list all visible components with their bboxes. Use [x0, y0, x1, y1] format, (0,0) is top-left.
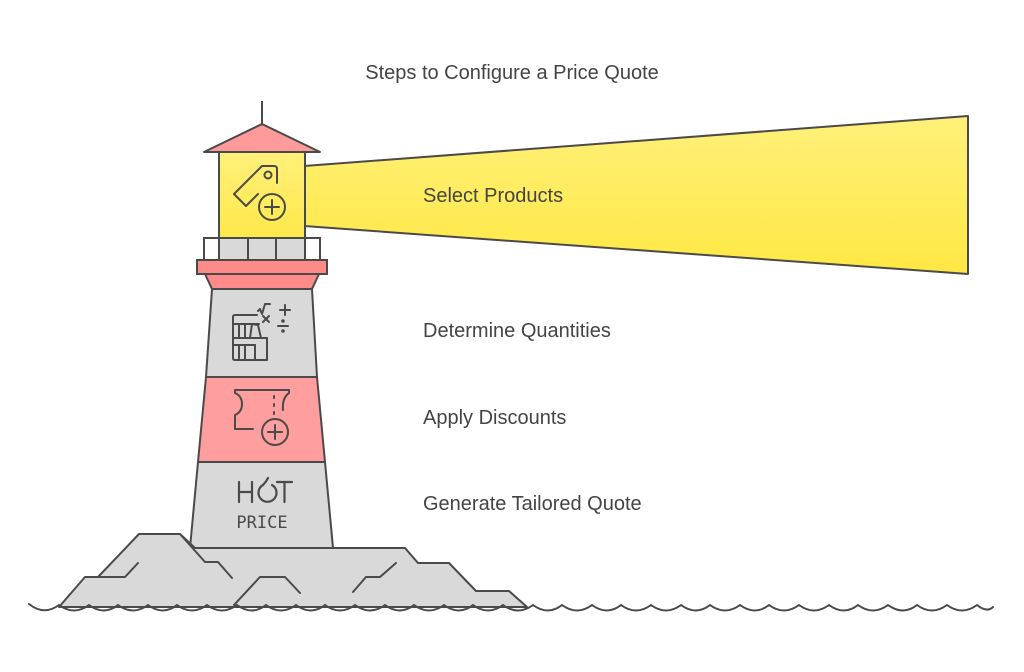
tower-band-quantities — [205, 288, 318, 378]
light-beam — [303, 115, 969, 275]
rocks — [58, 533, 528, 608]
calculator-shelf-icon — [232, 303, 291, 361]
roof — [203, 123, 321, 153]
hot-price-text: PRICE — [236, 513, 287, 533]
hot-price-icon: PRICE — [236, 476, 294, 533]
step-label-determine-quantities: Determine Quantities — [423, 320, 611, 342]
gallery-deck — [196, 259, 328, 275]
gallery-railing — [203, 237, 321, 261]
lamp-room — [218, 151, 306, 239]
coupon-plus-icon — [234, 389, 290, 446]
tower-band-quote — [189, 461, 334, 549]
step-label-select-products: Select Products — [423, 185, 564, 207]
water-waves — [28, 603, 994, 612]
step-label-generate-quote: Generate Tailored Quote — [423, 493, 642, 515]
page-title: Steps to Configure a Price Quote — [365, 62, 659, 84]
step-label-apply-discounts: Apply Discounts — [423, 407, 567, 429]
price-tag-plus-icon — [233, 165, 286, 221]
gallery-base — [204, 273, 320, 290]
